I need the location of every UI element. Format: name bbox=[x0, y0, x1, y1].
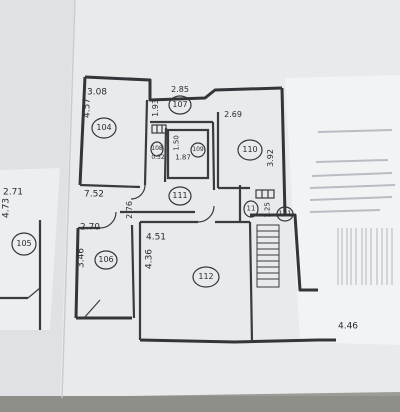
dim-4-36: 4.36 bbox=[144, 248, 155, 270]
dim-3-08: 3.08 bbox=[86, 87, 108, 98]
dim-0-32: 0.32 bbox=[151, 154, 165, 161]
circle-11 bbox=[243, 200, 259, 218]
room-label-11: 11 bbox=[246, 204, 256, 213]
wall-106-right bbox=[130, 224, 136, 319]
wall-109-box bbox=[166, 128, 210, 180]
door-106 bbox=[99, 211, 117, 229]
dim-1-87: 1.87 bbox=[175, 153, 191, 162]
room-circles bbox=[11, 95, 294, 288]
room-label-105: 105 bbox=[16, 239, 32, 248]
room-label-110: 110 bbox=[242, 145, 258, 154]
dim-2-71: 2.71 bbox=[2, 187, 24, 198]
dim-3-92: 3.92 bbox=[266, 149, 275, 167]
dim-3-46: 3.46 bbox=[76, 247, 87, 269]
interior-walls bbox=[0, 99, 254, 343]
overlay-text-lines bbox=[309, 129, 396, 213]
door-111 bbox=[130, 184, 146, 200]
dim-2-69: 2.69 bbox=[224, 110, 242, 119]
dim-2-70: 2.70 bbox=[79, 222, 101, 233]
circle-112 bbox=[192, 266, 220, 288]
dim-1-25: 1.25 bbox=[263, 202, 272, 218]
stairs bbox=[256, 224, 280, 288]
dim-4-57: 4.57 bbox=[82, 97, 93, 119]
room-label-104: 104 bbox=[96, 123, 112, 132]
room-label-106: 106 bbox=[98, 255, 114, 264]
circle-111 bbox=[168, 186, 192, 206]
circle-106 bbox=[94, 250, 118, 270]
wall-outer-right bbox=[280, 87, 287, 216]
circle-104 bbox=[91, 117, 117, 139]
dim-4-46: 4.46 bbox=[337, 321, 359, 332]
circle-121 bbox=[276, 206, 294, 222]
wall-106-left bbox=[74, 227, 80, 319]
circle-105 bbox=[11, 232, 37, 256]
dim-1-93: 1.93 bbox=[151, 99, 160, 117]
walls bbox=[74, 75, 336, 344]
dim-2-76: 2.76 bbox=[125, 201, 134, 219]
door-105 bbox=[27, 287, 41, 299]
dim-2-85: 2.85 bbox=[171, 85, 189, 94]
dim-4-51: 4.51 bbox=[145, 232, 167, 243]
wall-outer-left-upper bbox=[78, 76, 87, 186]
wall-outer-bottom bbox=[139, 338, 336, 344]
wall-109-right bbox=[211, 121, 216, 191]
wall-112-right bbox=[248, 221, 254, 343]
wall-104-bottom bbox=[79, 183, 141, 189]
dim-4-73: 4.73 bbox=[1, 197, 12, 219]
room-label-112: 112 bbox=[198, 272, 214, 281]
door-106-bottom bbox=[83, 299, 101, 319]
paper-sheet-strip bbox=[0, 168, 60, 330]
paper-edge bbox=[61, 0, 76, 399]
room-label-109: 109 bbox=[192, 146, 204, 153]
wall-stair-block bbox=[250, 213, 318, 292]
dim-1-50: 1.50 bbox=[172, 135, 181, 151]
room-label-108: 108 bbox=[151, 145, 163, 152]
closet-grids bbox=[151, 124, 275, 199]
circle-108 bbox=[150, 141, 164, 157]
doors bbox=[27, 184, 215, 319]
door-111-112 bbox=[197, 205, 215, 223]
dim-7-52: 7.52 bbox=[83, 189, 105, 200]
room-label-121: 121 bbox=[278, 209, 292, 218]
wall-outer-top bbox=[84, 75, 283, 102]
circle-109 bbox=[190, 142, 206, 158]
overlay-document bbox=[285, 75, 400, 345]
barcode bbox=[337, 228, 393, 285]
room-label-111: 111 bbox=[172, 191, 188, 200]
circle-107 bbox=[168, 95, 192, 115]
room-label-107: 107 bbox=[172, 100, 188, 109]
shadow-bottom bbox=[0, 396, 400, 412]
wall-108-inner bbox=[163, 127, 168, 183]
wall-104-right bbox=[143, 99, 149, 186]
circle-110 bbox=[237, 139, 263, 161]
